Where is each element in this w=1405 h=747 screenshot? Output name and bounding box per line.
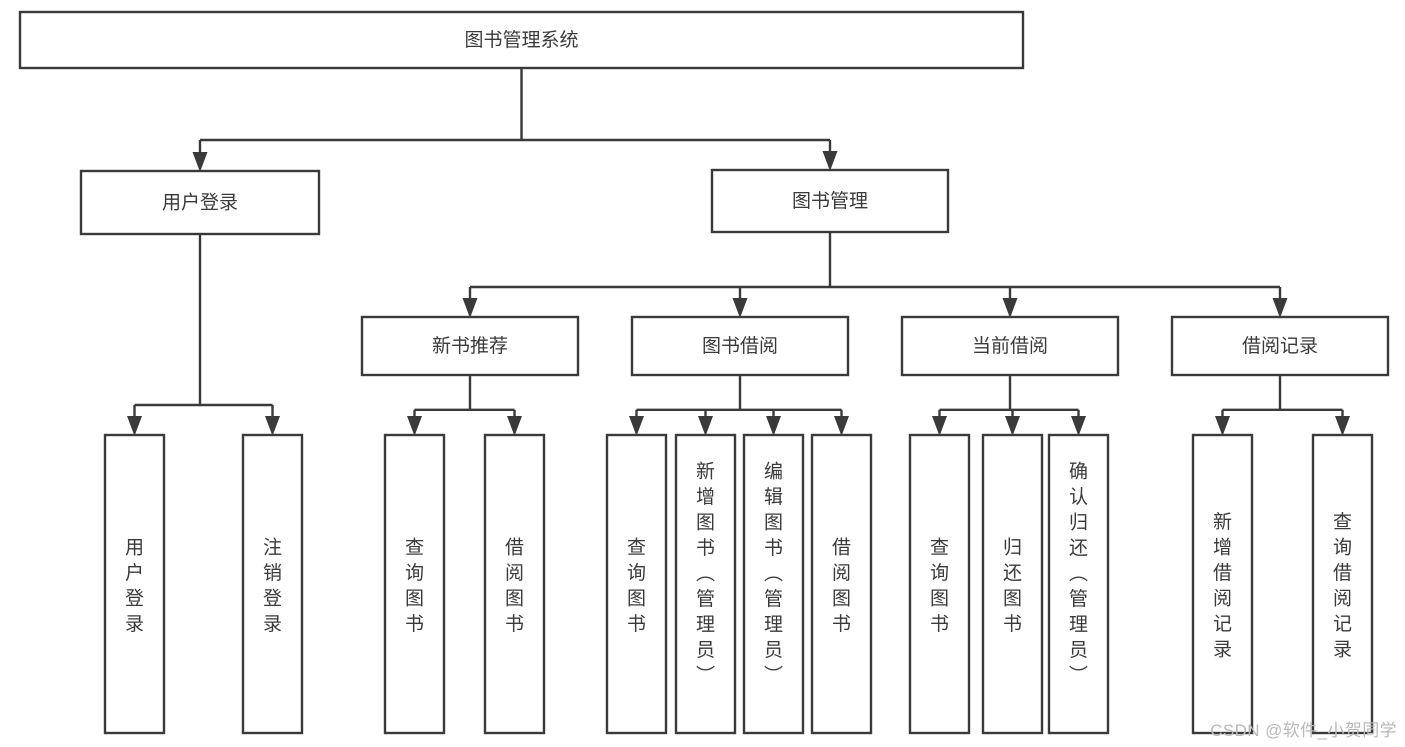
arrow-head-icon	[192, 152, 208, 172]
node-borrow[interactable]: 图书借阅	[630, 315, 850, 377]
node-label: 查询图书	[405, 536, 424, 635]
node-box[interactable]	[360, 315, 580, 377]
arrow-head-icon	[698, 416, 713, 436]
edge-group-record	[1215, 375, 1350, 436]
node-box[interactable]	[1311, 433, 1374, 735]
node-l3-2[interactable]: 注销登录	[241, 433, 304, 735]
node-box[interactable]	[742, 433, 805, 735]
arrow-head-icon	[732, 298, 748, 318]
node-label: 查询图书	[627, 536, 646, 635]
node-box[interactable]	[241, 433, 304, 735]
node-l3-9[interactable]: 查询图书	[908, 433, 971, 735]
arrow-head-icon	[834, 416, 849, 436]
node-label: 用户登录	[125, 537, 144, 635]
edge-group-newbook	[407, 375, 522, 436]
edge-group-borrow	[629, 375, 849, 436]
node-login[interactable]: 用户登录	[79, 169, 321, 236]
arrow-head-icon	[127, 416, 142, 436]
edge-group-bookmgmt	[462, 232, 1288, 318]
node-l3-3[interactable]: 查询图书	[383, 433, 446, 735]
node-l3-11[interactable]: 确认归还︵管理员︶	[1047, 433, 1110, 735]
node-label: 当前借阅	[972, 335, 1048, 357]
node-l3-8[interactable]: 借阅图书	[810, 433, 873, 735]
arrow-head-icon	[462, 298, 478, 318]
node-label: 查询图书	[930, 536, 949, 635]
arrow-head-icon	[629, 416, 644, 436]
node-l3-7[interactable]: 编辑图书︵管理员︶	[742, 433, 805, 735]
node-layer: 图书管理系统用户登录图书管理新书推荐图书借阅当前借阅借阅记录用户登录注销登录查询…	[18, 10, 1390, 735]
node-label: 借阅图书	[832, 536, 851, 635]
node-label: 确认归还︵管理员︶	[1069, 460, 1088, 686]
node-box[interactable]	[383, 433, 446, 735]
connector-layer	[127, 68, 1350, 436]
node-label: 新增借阅记录	[1213, 511, 1232, 661]
arrow-head-icon	[1215, 416, 1230, 436]
node-root[interactable]: 图书管理系统	[18, 10, 1025, 70]
node-label: 归还图书	[1003, 536, 1022, 635]
arrow-head-icon	[265, 416, 280, 436]
arrow-head-icon	[1071, 416, 1086, 436]
node-newbook[interactable]: 新书推荐	[360, 315, 580, 377]
node-label: 新书推荐	[432, 335, 508, 357]
node-box[interactable]	[908, 433, 971, 735]
node-l3-6[interactable]: 新增图书︵管理员︶	[674, 433, 737, 735]
node-label: 查询借阅记录	[1333, 511, 1352, 661]
node-label: 借阅记录	[1242, 335, 1318, 357]
node-label: 图书借阅	[702, 335, 778, 357]
node-box[interactable]	[630, 315, 850, 377]
node-label: 图书管理	[792, 190, 868, 212]
arrow-head-icon	[407, 416, 422, 436]
node-box[interactable]	[674, 433, 737, 735]
node-record[interactable]: 借阅记录	[1170, 315, 1390, 377]
node-box[interactable]	[981, 433, 1044, 735]
node-label: 注销登录	[263, 536, 282, 635]
node-l3-4[interactable]: 借阅图书	[483, 433, 546, 735]
edge-group-root	[192, 68, 838, 172]
arrow-head-icon	[932, 416, 947, 436]
csdn-watermark: CSDN @软件_小贺同学	[1210, 721, 1397, 740]
node-box[interactable]	[710, 168, 950, 234]
node-box[interactable]	[483, 433, 546, 735]
arrow-head-icon	[766, 416, 781, 436]
node-l3-13[interactable]: 查询借阅记录	[1311, 433, 1374, 735]
node-current[interactable]: 当前借阅	[900, 315, 1120, 377]
node-box[interactable]	[1047, 433, 1110, 735]
node-box[interactable]	[18, 10, 1025, 70]
node-l3-10[interactable]: 归还图书	[981, 433, 1044, 735]
node-box[interactable]	[1191, 433, 1254, 735]
node-label: 借阅图书	[505, 536, 524, 635]
node-box[interactable]	[103, 433, 166, 735]
arrow-head-icon	[1272, 298, 1288, 318]
node-box[interactable]	[605, 433, 668, 735]
node-l3-1[interactable]: 用户登录	[103, 433, 166, 735]
node-box[interactable]	[810, 433, 873, 735]
node-label: 新增图书︵管理员︶	[696, 460, 715, 686]
edge-group-login	[127, 234, 280, 436]
arrow-head-icon	[1335, 416, 1350, 436]
node-l3-12[interactable]: 新增借阅记录	[1191, 433, 1254, 735]
edge-group-current	[932, 375, 1086, 436]
node-bookmgmt[interactable]: 图书管理	[710, 168, 950, 234]
node-l3-5[interactable]: 查询图书	[605, 433, 668, 735]
node-box[interactable]	[79, 169, 321, 236]
node-box[interactable]	[900, 315, 1120, 377]
arrow-head-icon	[822, 151, 838, 171]
arrow-head-icon	[1005, 416, 1020, 436]
arrow-head-icon	[507, 416, 522, 436]
node-box[interactable]	[1170, 315, 1390, 377]
node-label: 图书管理系统	[464, 29, 578, 51]
node-label: 编辑图书︵管理员︶	[764, 460, 783, 686]
arrow-head-icon	[1002, 298, 1018, 318]
node-label: 用户登录	[162, 192, 238, 214]
